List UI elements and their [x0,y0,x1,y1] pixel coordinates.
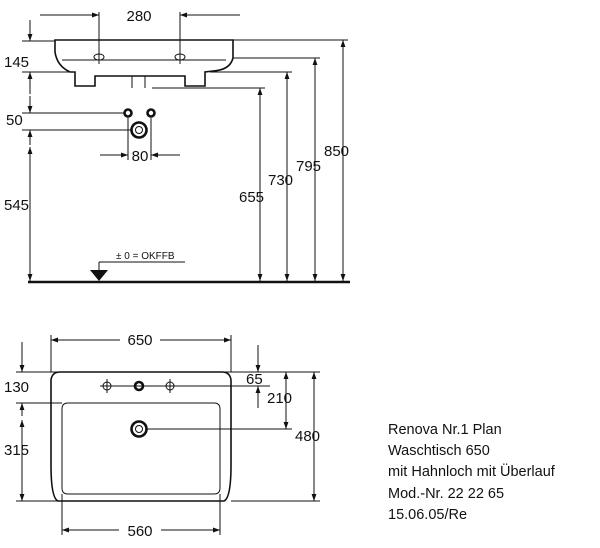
wall-outlet-left [123,108,133,118]
dim-hole-spacing: 280 [126,8,151,25]
basin-top-outline [50,371,232,502]
floor-level-marker [90,270,108,281]
article-number: Mod.-Nr. 22 22 65 [388,485,505,502]
dim-h850: 850 [324,143,349,160]
dim-rim-depth: 130 [4,379,29,396]
date-code: 15.06.05/Re [388,506,468,523]
floor-level-label: ± 0 = OKFFB [116,251,175,262]
basin-bowl-outline [61,402,221,495]
dim-overall-depth: 480 [295,428,320,445]
product-info-block: Renova Nr.1 Plan Waschtisch 650 mit Hahn… [388,420,598,526]
dim-drain-spacing: 80 [132,148,149,165]
dim-h655: 655 [239,189,264,206]
dim-basin-depth: 210 [267,390,292,407]
dim-tap-hole-setback: 65 [246,371,263,388]
dim-inner-width: 560 [127,523,152,540]
drain-outlet [130,121,148,139]
top-view: 650 560 130 315 65 210 480 [4,330,320,540]
drain-top [130,420,148,438]
side-view: 280 145 50 80 545 655 730 [4,8,350,284]
product-description: Waschtisch 650 [388,443,490,460]
dim-drain-offset: 50 [6,112,23,129]
basin-side-profile [54,39,234,87]
product-variant: mit Hahnloch mit Überlauf [388,464,555,481]
dim-mount-height: 545 [4,197,29,214]
dim-h795: 795 [296,158,321,175]
dim-h730: 730 [268,172,293,189]
dim-drain-depth: 315 [4,442,29,459]
dim-overall-width: 650 [127,332,152,349]
product-name: Renova Nr.1 Plan [388,422,502,438]
wall-outlet-right [146,108,156,118]
dim-rim-height: 145 [4,54,29,71]
